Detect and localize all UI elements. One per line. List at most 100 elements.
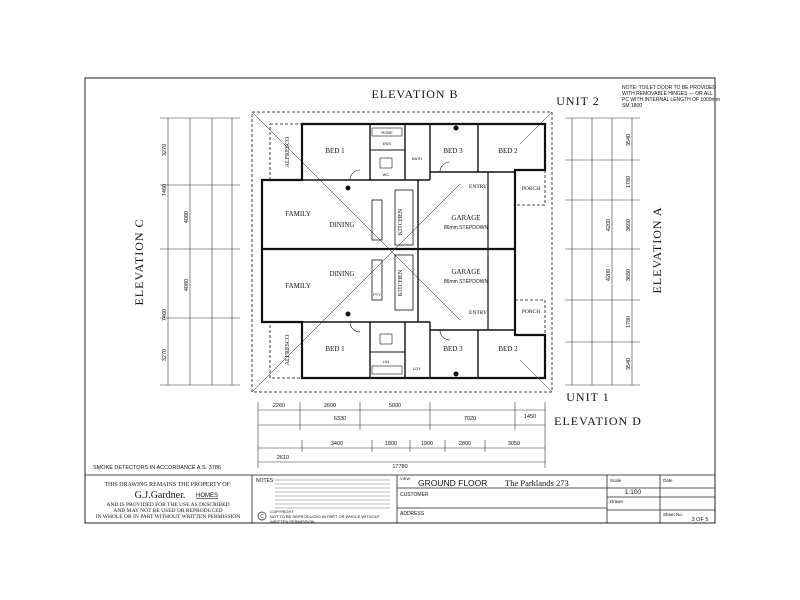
svg-text:C: C (260, 514, 264, 520)
elevation-c-label: ELEVATION C (132, 218, 146, 305)
svg-text:3540: 3540 (626, 134, 632, 146)
room-bed1-unit1: BED 1 (325, 345, 345, 353)
room-bath-unit2: BATH (412, 156, 422, 161)
smoke-detector-note: SMOKE DETECTORS IN ACCORDANCE A.S. 3786 (93, 465, 221, 471)
svg-text:3540: 3540 (626, 358, 632, 370)
room-stepdown-unit1: 86mm STEPDOWN (444, 279, 489, 285)
room-pty-unit1: PTY (373, 292, 381, 297)
room-robe-unit2: ROBE (381, 130, 393, 135)
svg-text:2600: 2600 (324, 403, 336, 409)
room-entry-unit2: ENTRY (469, 184, 487, 190)
title-block (84, 474, 716, 524)
dimensions-left: 3270 7460 4080 7460 3270 4080 (162, 144, 190, 361)
svg-text:3270: 3270 (162, 349, 168, 361)
toilet-door-note: NOTE: TOILET DOOR TO BE PROVIDED WITH RE… (622, 85, 720, 109)
room-bed3-unit1: BED 3 (443, 345, 463, 353)
dimensions-bottom: 2260 2600 5000 1450 6330 7020 3400 1800 … (273, 403, 536, 470)
svg-text:7460: 7460 (162, 309, 168, 321)
elevation-b-label: ELEVATION B (371, 87, 458, 101)
svg-text:COPYRIGHT: COPYRIGHT (270, 509, 294, 514)
sheet-value: 3 OF 5 (692, 517, 709, 523)
company-name: G.J.Gardner. (135, 490, 186, 501)
room-stepdown-unit2: 86mm STEPDOWN (444, 225, 489, 231)
sheet-info-block: Scale 1:100 Date Drawn Sheet No. 3 OF 5 (610, 478, 708, 523)
svg-text:7460: 7460 (162, 184, 168, 196)
svg-text:1780: 1780 (626, 176, 632, 188)
company-suffix: HOMES (196, 493, 218, 499)
svg-text:4200: 4200 (606, 269, 612, 281)
elevation-a-label: ELEVATION A (650, 206, 664, 293)
project-block: VIEW GROUND FLOOR The Parklands 273 CUST… (400, 476, 569, 517)
svg-text:6330: 6330 (334, 416, 346, 422)
svg-text:3270: 3270 (162, 144, 168, 156)
room-dining-unit2: DINING (330, 221, 355, 229)
svg-text:NOTE: TOILET DOOR TO BE PROVID: NOTE: TOILET DOOR TO BE PROVIDED (622, 85, 716, 91)
room-bed2-unit1: BED 2 (498, 345, 518, 353)
svg-text:2610: 2610 (277, 455, 289, 461)
ownership-block: THIS DRAWING REMAINS THE PROPERTY OF: G.… (96, 482, 241, 520)
svg-text:AND IS PROVIDED FOR THE USE AS: AND IS PROVIDED FOR THE USE AS DESCRIBED (106, 502, 229, 508)
room-garage-unit1: GARAGE (451, 268, 480, 276)
floor-plan (251, 111, 553, 393)
svg-text:1900: 1900 (421, 441, 433, 447)
svg-text:ADDRESS: ADDRESS (400, 511, 425, 517)
svg-text:3650: 3650 (626, 269, 632, 281)
room-porch-unit2: PORCH (522, 186, 540, 192)
svg-text:1780: 1780 (626, 316, 632, 328)
svg-text:Scale: Scale (610, 478, 622, 483)
scale-value: 1:100 (625, 489, 642, 496)
svg-text:1800: 1800 (385, 441, 397, 447)
svg-text:CUSTOMER: CUSTOMER (400, 492, 429, 498)
dimension-lines (160, 117, 640, 468)
svg-text:Drawn: Drawn (610, 499, 624, 504)
room-ldy-unit1: LDY (413, 366, 421, 371)
room-alfresco-unit2: ALFRESCO (285, 136, 291, 167)
svg-text:NOTES:: NOTES: (256, 478, 275, 484)
svg-text:7020: 7020 (464, 416, 476, 422)
svg-text:3050: 3050 (508, 441, 520, 447)
alfresco-top (269, 123, 303, 181)
design-name: The Parklands 273 (505, 478, 569, 488)
room-porch-unit1: PORCH (522, 309, 540, 315)
room-entry-unit1: ENTRY (469, 310, 487, 316)
svg-text:1450: 1450 (524, 414, 536, 420)
svg-text:NOT TO BE REPRODUCED IN PART O: NOT TO BE REPRODUCED IN PART OR WHOLE WI… (270, 514, 381, 519)
room-family-unit1: FAMILY (285, 282, 311, 290)
room-lin-unit1: LIN (383, 359, 389, 364)
svg-text:WRITTEN PERMISSION: WRITTEN PERMISSION (270, 519, 315, 524)
svg-text:5000: 5000 (389, 403, 401, 409)
room-kitchen-unit2: KITCHEN (398, 208, 404, 235)
svg-text:4200: 4200 (606, 219, 612, 231)
unit-2-label: UNIT 2 (556, 94, 599, 108)
roof-outline (251, 111, 553, 393)
svg-text:3650: 3650 (626, 219, 632, 231)
svg-text:3400: 3400 (331, 441, 343, 447)
copyright-icon (257, 511, 267, 521)
svg-text:4080: 4080 (184, 279, 190, 291)
room-bed1-unit2: BED 1 (325, 147, 345, 155)
svg-text:WITH REMOVABLE HINGES — OR ALL: WITH REMOVABLE HINGES — OR ALL (622, 91, 713, 97)
svg-text:SM 1800: SM 1800 (622, 103, 642, 109)
svg-text:THIS DRAWING REMAINS THE PROPE: THIS DRAWING REMAINS THE PROPERTY OF: (104, 482, 232, 488)
elevation-d-label: ELEVATION D (554, 414, 642, 428)
svg-text:PC WITH INTERNAL LENGTH OF 100: PC WITH INTERNAL LENGTH OF 1000mm (622, 97, 720, 103)
view-value: GROUND FLOOR (418, 478, 487, 488)
alfresco-bottom (269, 321, 303, 379)
notes-block: NOTES: C COPYRIGHT NOT TO BE REPRODUCED … (256, 478, 390, 524)
svg-text:2800: 2800 (459, 441, 471, 447)
svg-text:17780: 17780 (392, 464, 407, 470)
room-garage-unit2: GARAGE (451, 214, 480, 222)
dimensions-right: 3540 1780 4200 3650 3650 4200 1780 3540 (606, 134, 632, 370)
room-family-unit2: FAMILY (285, 210, 311, 218)
room-bed2-unit2: BED 2 (498, 147, 518, 155)
room-bed3-unit2: BED 3 (443, 147, 463, 155)
svg-text:4080: 4080 (184, 211, 190, 223)
unit-1-label: UNIT 1 (566, 390, 609, 404)
svg-text:VIEW: VIEW (400, 476, 410, 481)
svg-text:AND MAY NOT BE USED OR REPRODU: AND MAY NOT BE USED OR REPRODUCED (113, 508, 222, 514)
room-dining-unit1: DINING (330, 270, 355, 278)
room-wc-unit2: WC (383, 172, 390, 177)
svg-text:Sheet No.: Sheet No. (663, 512, 683, 517)
svg-text:Date: Date (663, 478, 673, 483)
